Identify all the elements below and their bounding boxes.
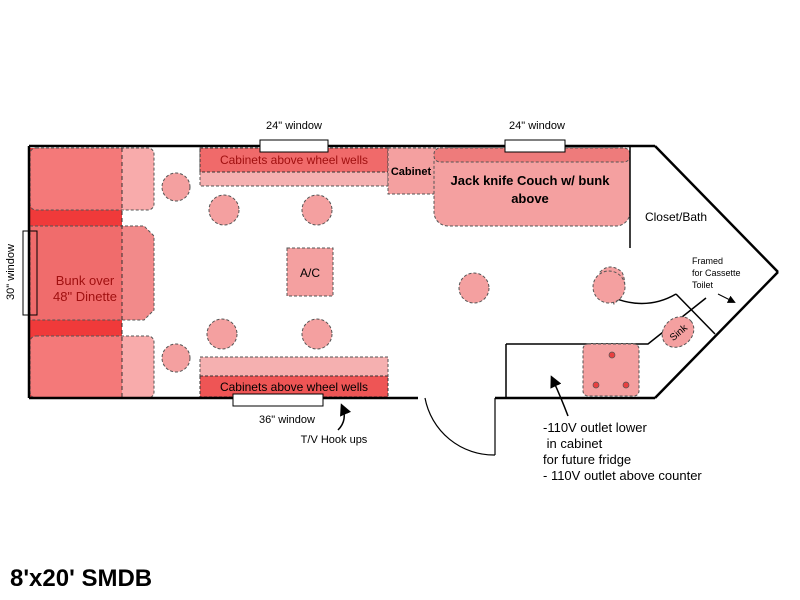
couch-label-line2: above (511, 191, 549, 206)
outlet-note-line4: - 110V outlet above counter (543, 468, 702, 483)
outlet-note-line2: in cabinet (543, 436, 603, 451)
stool (161, 172, 191, 202)
window-bottom (232, 393, 324, 407)
tv-hookups-label: T/V Hook ups (301, 434, 368, 446)
dinette-bench-top (29, 147, 155, 211)
bunk-label-line1: Bunk over (56, 273, 115, 288)
entry-door (424, 397, 496, 456)
burner (592, 381, 600, 389)
window-left (22, 230, 38, 316)
outlet-note-line1: -110V outlet lower (543, 420, 647, 435)
couch-label-line1: Jack knife Couch w/ bunk (451, 173, 611, 188)
dinette-bench-bottom (29, 335, 155, 399)
closet-bath-label: Closet/Bath (645, 210, 707, 224)
model-title: 8'x20' SMDB (10, 565, 153, 592)
toilet-label-line2: for Cassette (692, 268, 741, 278)
outlet-arrow (550, 375, 569, 417)
stool (206, 318, 238, 350)
window-left-label: 30" window (5, 244, 17, 300)
cabinet (387, 147, 437, 195)
bunk-label-line2: 48" Dinette (53, 289, 117, 304)
ac-label: A/C (300, 266, 320, 280)
tv-arrow (337, 403, 352, 431)
window-top-right-label: 24" window (509, 120, 565, 132)
jack-knife-couch (433, 147, 631, 227)
ac-unit (286, 247, 334, 297)
window-top-left (259, 139, 329, 153)
window-top-left-label: 24" window (266, 120, 322, 132)
window-top-right (504, 139, 566, 153)
toilet-label-line3: Toilet (692, 280, 714, 290)
burner (608, 351, 616, 359)
stove (582, 343, 640, 397)
toilet-bowl (592, 270, 626, 304)
stool (161, 343, 191, 373)
burner (622, 381, 630, 389)
toilet-label-line1: Framed (692, 256, 723, 266)
stool (458, 272, 490, 304)
cabinets-top-label: Cabinets above wheel wells (220, 153, 368, 167)
kitchen-counter (506, 297, 707, 345)
stool (208, 194, 240, 226)
outlet-note-line3: for future fridge (543, 452, 631, 467)
cabinet-label: Cabinet (391, 166, 432, 178)
cabinets-bottom (199, 356, 389, 380)
sink: Sink (661, 316, 695, 348)
stool (301, 194, 333, 226)
stool (301, 318, 333, 350)
window-bottom-label: 36" window (259, 414, 315, 426)
toilet-arrow (717, 293, 736, 303)
cabinets-bottom-label: Cabinets above wheel wells (220, 380, 368, 394)
